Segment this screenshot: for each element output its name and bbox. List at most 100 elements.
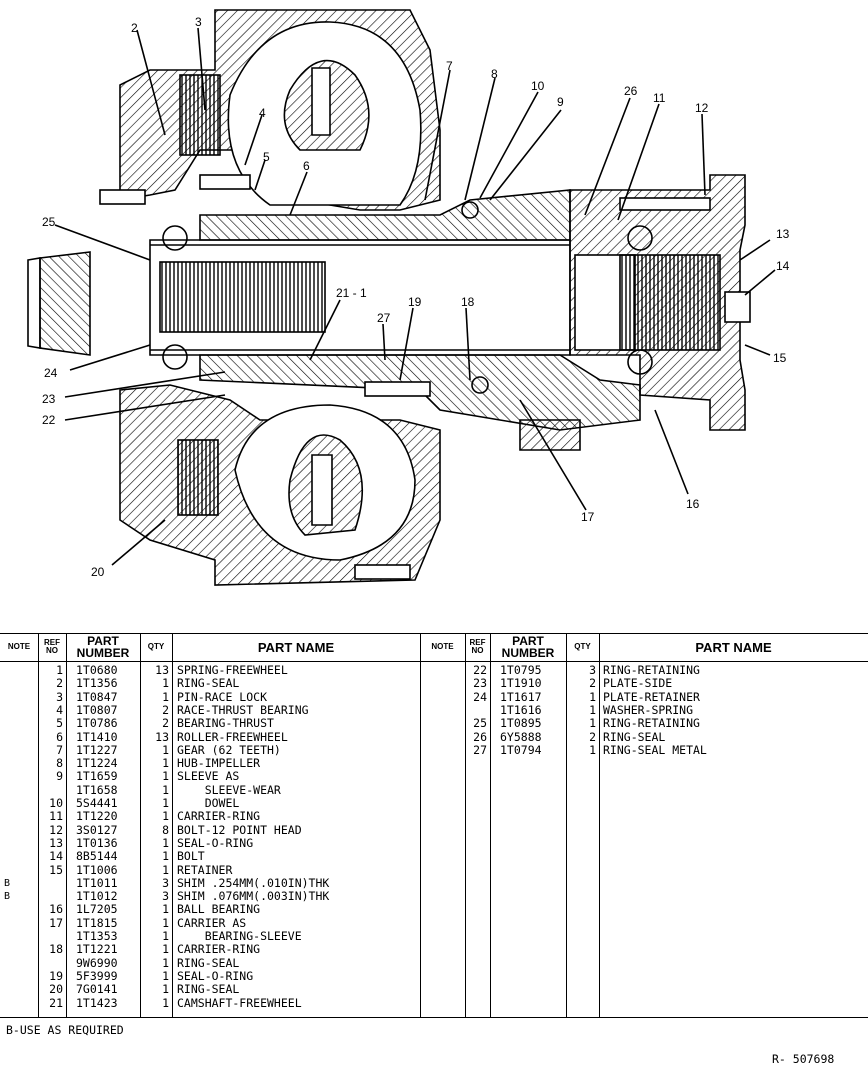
part-name-cell: SHIM .254MM(.010IN)THK xyxy=(177,875,330,890)
ref-no-cell: 25 xyxy=(473,716,487,731)
qty-cell: 1 xyxy=(589,716,596,731)
part-name-cell: BOLT-12 POINT HEAD xyxy=(177,822,302,837)
part-name-cell: SEAL-O-RING xyxy=(177,968,254,983)
callout-label: 2 xyxy=(131,21,138,35)
header-note: NOTE xyxy=(7,642,31,651)
part-name-cell: BEARING-THRUST xyxy=(177,716,274,731)
ref-no-cell: 20 xyxy=(49,982,63,997)
ref-no-cell: 3 xyxy=(56,689,63,704)
ref-no-cell: 17 xyxy=(49,915,63,930)
callout-label: 4 xyxy=(259,106,266,120)
column-divider xyxy=(38,633,39,1018)
table-row: 17 1T1815 1 CARRIER AS xyxy=(0,915,868,930)
header-part-name: PART NAME xyxy=(695,639,772,655)
part-number-cell: 1T1353 xyxy=(76,929,118,943)
table-row: 6 1T1410 13 ROLLER-FREEWHEEL xyxy=(0,729,868,744)
ref-no-cell: 24 xyxy=(473,689,487,704)
ref-no-cell: 10 xyxy=(49,796,63,810)
table-row: 10 5S4441 1 DOWEL xyxy=(0,796,868,810)
ref-no-cell: 11 xyxy=(49,809,63,824)
callout-label: 15 xyxy=(773,351,787,365)
part-number-cell: 1T0847 xyxy=(76,689,118,704)
callout-label: 23 xyxy=(42,392,56,406)
part-name-cell: CARRIER AS xyxy=(177,915,247,930)
callout-label: 5 xyxy=(263,150,270,164)
ref-no-cell: 2 xyxy=(56,676,63,691)
qty-cell: 1 xyxy=(162,902,169,917)
part-number-cell: 1T1410 xyxy=(76,729,118,744)
callout-label: 9 xyxy=(557,95,564,109)
qty-cell: 1 xyxy=(162,835,169,850)
qty-cell: 1 xyxy=(162,849,169,864)
callout-label: 3 xyxy=(195,15,202,29)
callout-label: 27 xyxy=(377,311,391,325)
qty-cell: 3 xyxy=(162,875,169,890)
header-part-name: PART NAME xyxy=(257,639,335,655)
header-note: NOTE xyxy=(431,642,454,651)
ref-no-cell: 9 xyxy=(56,769,63,784)
column-divider xyxy=(140,633,141,1018)
qty-cell: 13 xyxy=(155,729,169,744)
part-number-cell: 1L7205 xyxy=(76,902,118,917)
part-number-cell: 1T1221 xyxy=(76,942,118,957)
part-number-cell: 1T1815 xyxy=(76,915,118,930)
column-divider xyxy=(66,633,67,1018)
ref-no-cell: 15 xyxy=(49,862,63,877)
part-number-cell: 1T0795 xyxy=(500,663,542,677)
ref-no-cell: 18 xyxy=(49,942,63,957)
callout-label: 18 xyxy=(461,295,475,309)
part-number-cell: 1T1910 xyxy=(500,676,542,691)
part-number-cell: 1T1224 xyxy=(76,756,118,771)
part-name-cell: RING-SEAL xyxy=(177,982,240,997)
part-number-cell: 3S0127 xyxy=(76,822,118,837)
qty-cell: 1 xyxy=(162,862,169,877)
part-number-cell: 1T1617 xyxy=(500,689,542,704)
qty-cell: 1 xyxy=(162,915,169,930)
ref-no-cell: 12 xyxy=(49,822,63,837)
part-name-cell: PLATE-SIDE xyxy=(603,676,673,691)
part-name-cell: SLEEVE-WEAR xyxy=(177,782,281,797)
ref-no-cell: 6 xyxy=(56,729,63,744)
ref-no-cell: 5 xyxy=(56,716,63,731)
part-name-cell: DOWEL xyxy=(177,796,240,810)
part-name-cell: SPRING-FREEWHEEL xyxy=(177,663,288,677)
callout-label: 10 xyxy=(531,79,545,93)
table-row: 24 1T1617 1 PLATE-RETAINER xyxy=(0,689,868,704)
callout-label: 12 xyxy=(695,101,709,115)
ref-no-cell: 23 xyxy=(473,676,487,691)
table-row: 23 1T1910 2 PLATE-SIDE xyxy=(0,676,868,691)
qty-cell: 1 xyxy=(589,702,596,717)
part-number-cell: 5S4441 xyxy=(76,796,118,810)
ref-no-cell: 16 xyxy=(49,902,63,917)
part-number-cell: 6Y5888 xyxy=(500,729,542,744)
qty-cell: 1 xyxy=(162,742,169,757)
part-name-cell: ROLLER-FREEWHEEL xyxy=(177,729,288,744)
part-number-cell: 5F3999 xyxy=(76,968,118,983)
callout-label: 17 xyxy=(581,510,595,524)
part-name-cell: PLATE-RETAINER xyxy=(603,689,700,704)
part-name-cell: RING-SEAL METAL xyxy=(603,742,707,757)
ref-no-cell: 26 xyxy=(473,729,487,744)
cross-section-drawing: 2 3 4 5 6 7 8 10 9 26 11 12 25 13 14 21 … xyxy=(27,9,790,586)
qty-cell: 1 xyxy=(589,689,596,704)
ref-no-cell: 7 xyxy=(56,742,63,757)
qty-cell: 1 xyxy=(162,796,169,810)
